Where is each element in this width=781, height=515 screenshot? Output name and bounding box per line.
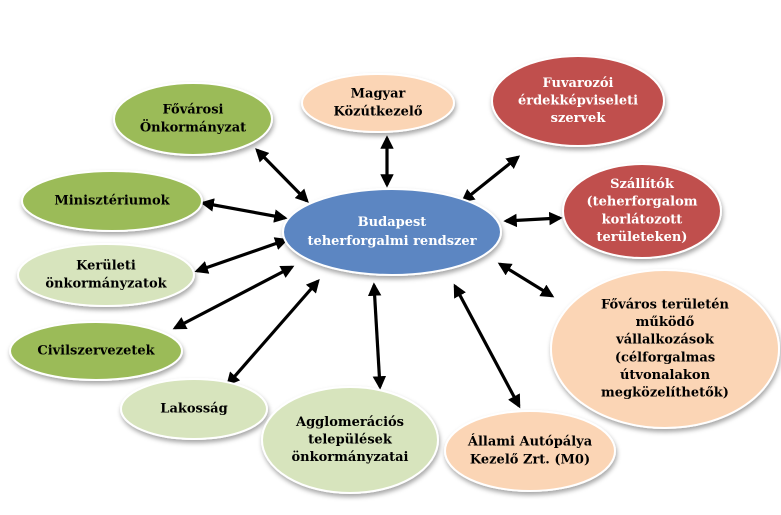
node-lakossag: Lakosság — [120, 378, 268, 440]
arrow-miniszteriumok — [200, 198, 288, 223]
node-label-line: megközelíthetők) — [601, 385, 729, 400]
arrow-lakossag — [226, 278, 320, 387]
node-miniszteriumok: Minisztériumok — [21, 170, 203, 232]
node-ellipse — [301, 73, 455, 133]
node-ellipse — [261, 386, 439, 494]
node-agglomeracios-telepulesek-onkormanyzatai: Agglomerációs települések önkormányzatai — [261, 386, 439, 494]
node-label-line: Főváros területén — [601, 298, 730, 313]
node-ellipse — [550, 269, 780, 429]
node-label-line: (célforgalmas — [615, 350, 715, 365]
node-label-line: Kerületi — [76, 259, 136, 274]
node-label-line: (teherforgalom — [587, 195, 698, 210]
node-label-line: Minisztériumok — [54, 194, 170, 209]
node-civilszervezetek: Civilszervezetek — [9, 321, 183, 381]
node-ellipse — [21, 170, 203, 232]
arrow-agglomeracios-telepulesek-onkormanyzatai — [367, 282, 387, 390]
node-szallitok: Szállítók (teherforgalom korlátozott terüle… — [562, 163, 722, 259]
node-label-line: működő — [636, 315, 695, 330]
node-ellipse — [282, 188, 502, 276]
arrow-szallitok — [503, 211, 563, 228]
node-label-line: Önkormányzat — [140, 118, 246, 135]
arrow-fuvarozoi-erdekkepviseleti-szervek — [460, 155, 521, 203]
node-ellipse — [491, 55, 665, 147]
node-label-line: Budapest — [358, 215, 427, 230]
node-ellipse — [120, 378, 268, 440]
connector-arrows — [172, 135, 563, 409]
node-fuvarozoi-erdekkepviseleti-szervek: Fuvarozói érdekképviseleti szervek — [491, 55, 665, 147]
node-label-line: érdekképviseleti — [518, 94, 638, 109]
node-label-line: Lakosság — [160, 402, 227, 417]
node-ellipse — [9, 321, 183, 381]
central-node: Budapest teherforgalmi rendszer — [282, 188, 502, 276]
node-label-line: Civilszervezetek — [37, 344, 155, 359]
node-label-line: Agglomerációs — [295, 415, 404, 430]
node-label-line: önkormányzatok — [45, 276, 167, 291]
arrow-allami-autopalya-kezelo — [453, 283, 521, 409]
node-label-line: Magyar — [351, 87, 406, 102]
node-label-line: vállalkozások — [615, 333, 715, 348]
node-label-line: útvonalakon — [620, 368, 711, 383]
node-label-line: települések — [308, 433, 393, 448]
arrow-fovaros-teruleten-mukodo-vallalkozasok — [497, 262, 555, 298]
node-label-line: korlátozott — [602, 212, 683, 227]
arrow-keruleti-onkormanyzatok — [194, 237, 289, 274]
node-label-line: Kezelő Zrt. (M0) — [470, 452, 590, 467]
node-label-line: szervek — [551, 111, 607, 126]
node-label-line: Fuvarozói — [543, 76, 614, 91]
node-budapest-teherforgalmi-rendszer: Budapest teherforgalmi rendszer — [282, 188, 502, 276]
node-fovaros-teruleten-mukodo-vallalkozasok: Főváros területén működő vállalkozások (cél… — [550, 269, 780, 429]
node-ellipse — [444, 410, 616, 492]
node-ellipse — [113, 82, 273, 156]
node-label-line: teherforgalmi rendszer — [307, 234, 476, 249]
arrow-fovarosi-onkormanyzat — [255, 148, 309, 203]
node-label-line: önkormányzatai — [291, 450, 408, 465]
node-label-line: területeken) — [597, 230, 688, 245]
node-keruleti-onkormanyzatok: Kerületi önkormányzatok — [17, 243, 195, 307]
node-label-line: Állami Autópálya — [467, 434, 593, 450]
node-label-line: Közútkezelő — [333, 104, 422, 119]
node-ellipse — [562, 163, 722, 259]
node-label-line: Fővárosi — [163, 103, 224, 118]
node-label-line: Szállítók — [610, 177, 675, 192]
node-ellipse — [17, 243, 195, 307]
